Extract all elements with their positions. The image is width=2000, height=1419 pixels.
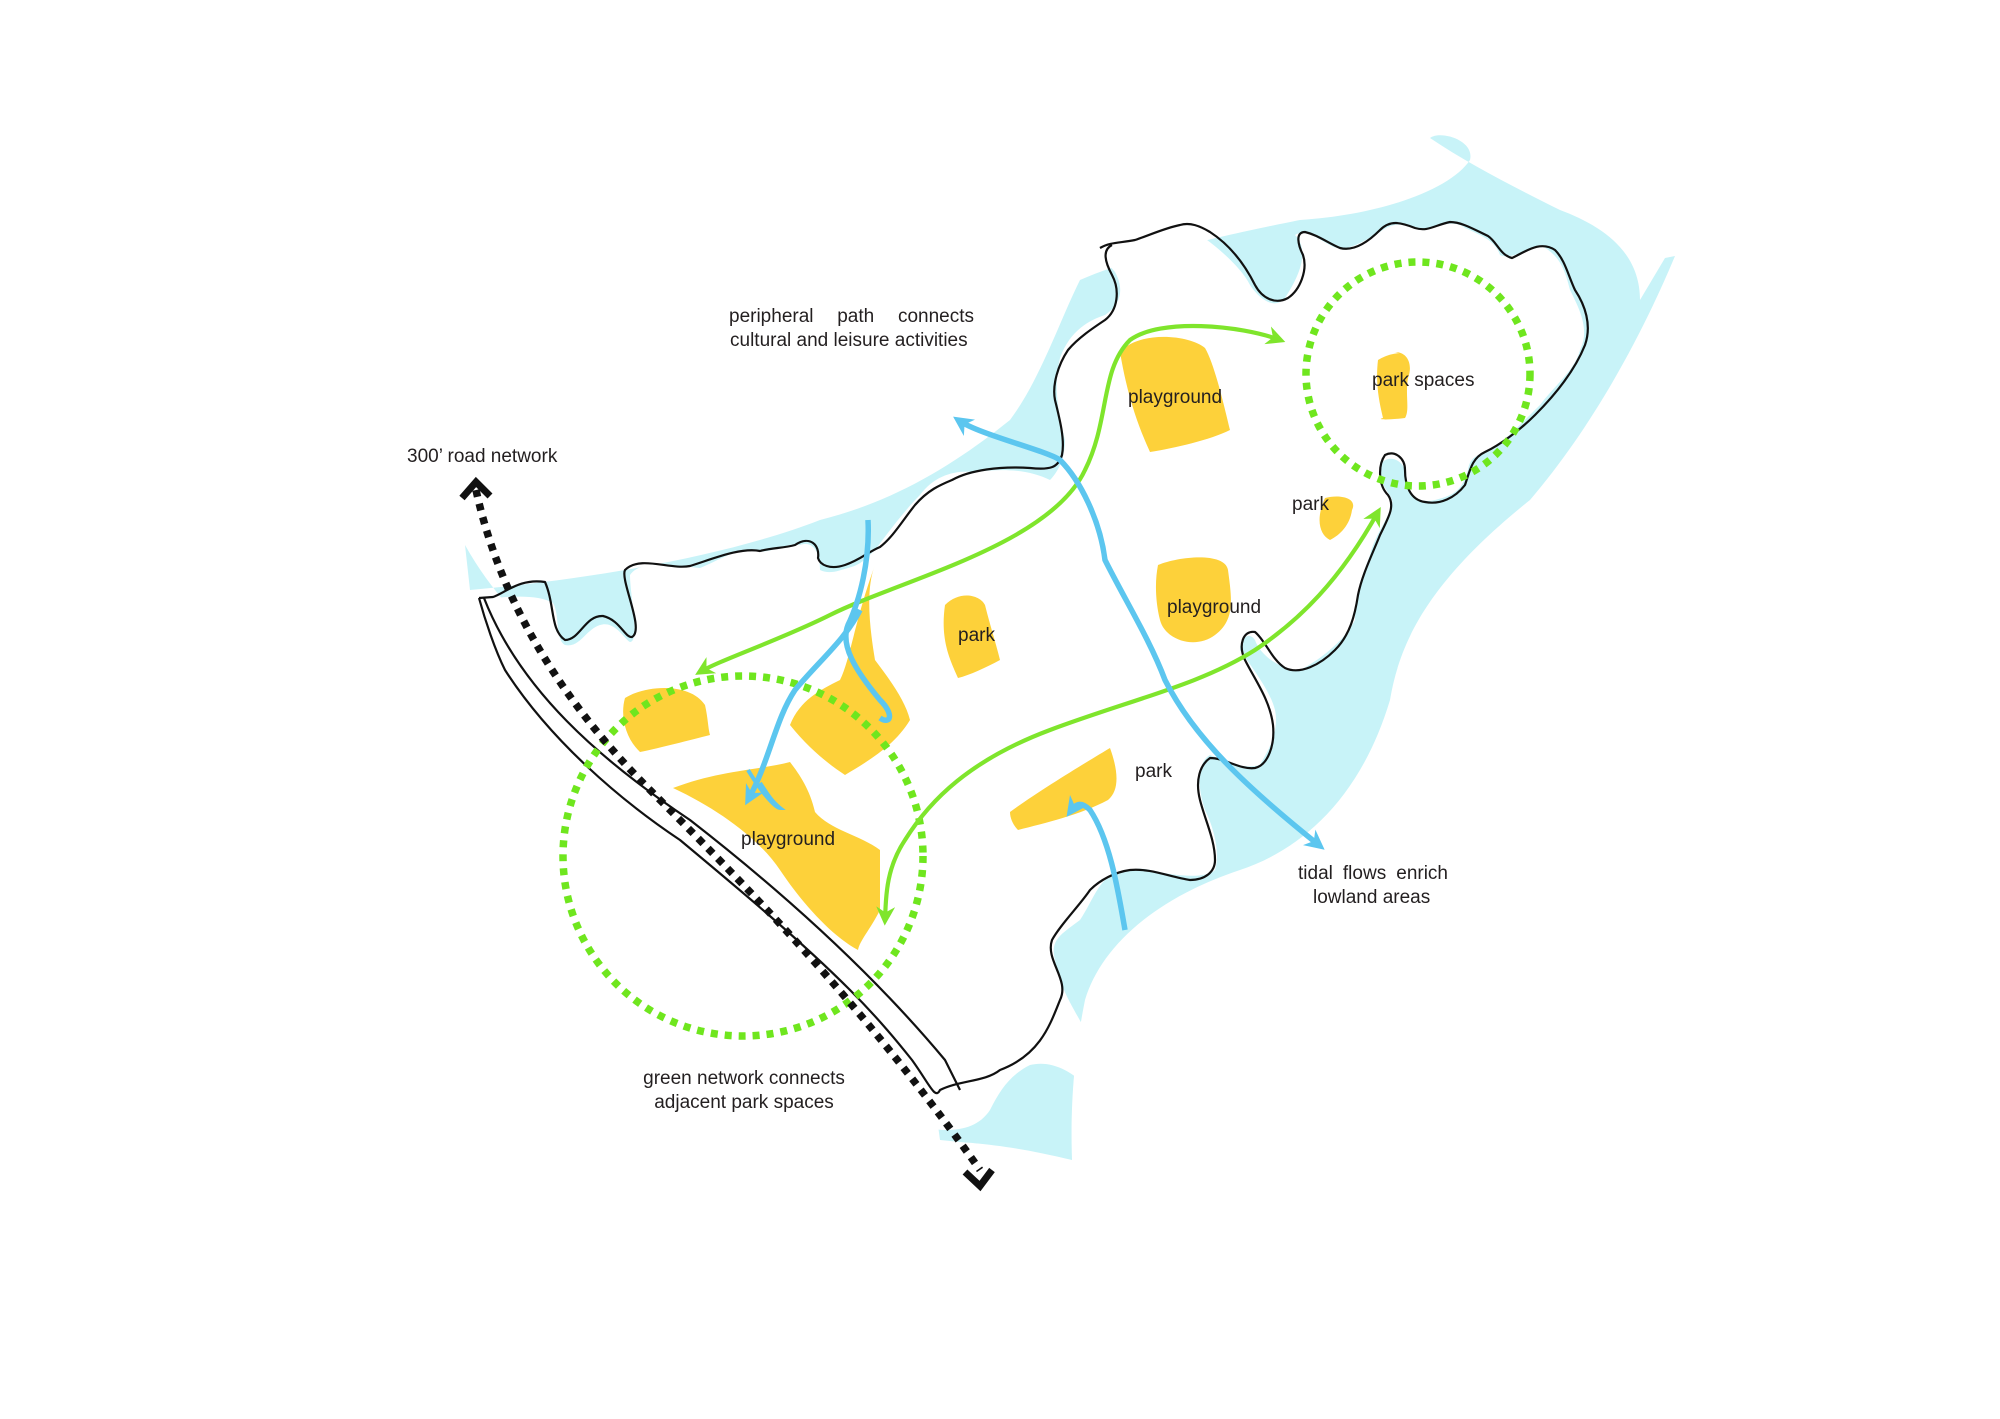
west-boundary-line (482, 597, 961, 1091)
road-network-note: 300’ road network (407, 446, 558, 467)
park-spaces-shape (1377, 352, 1410, 420)
green-note-line1: green network connects (643, 1068, 845, 1089)
green-note-line2: adjacent park spaces (654, 1092, 834, 1113)
land-mass (480, 223, 1585, 1130)
tidal-flow-south-arrow (1066, 794, 1128, 931)
label-playground-west: playground (741, 829, 836, 850)
tidal-note-line2: lowland areas (1313, 887, 1431, 908)
road-arrow-south-icon (962, 1167, 995, 1192)
tidal-flow-west-hook (746, 768, 786, 811)
label-park-spaces: park spaces (1372, 370, 1475, 391)
tidal-flow-main-arrow (953, 416, 1325, 850)
label-playground-north: playground (1128, 387, 1223, 408)
road-arrow-north-icon (459, 476, 493, 501)
green-ring-northeast (1302, 258, 1534, 490)
tidal-note-line1: tidal flows enrich (1298, 863, 1448, 884)
tidal-flow-west-branch-b (745, 608, 863, 806)
playground-west-main-shape (673, 762, 880, 950)
peripheral-note-line1: peripheral path connects (729, 306, 974, 327)
tidal-flow-west-branch-a (843, 519, 893, 723)
label-park-south: park (1135, 761, 1172, 782)
peripheral-note: peripheral path connects (729, 305, 974, 329)
road-network-line (472, 489, 984, 1173)
label-playground-east: playground (1167, 597, 1262, 618)
label-park-center: park (958, 625, 995, 646)
peripheral-note-line2: cultural and leisure activities (730, 330, 968, 351)
label-park-small: park (1292, 494, 1329, 515)
